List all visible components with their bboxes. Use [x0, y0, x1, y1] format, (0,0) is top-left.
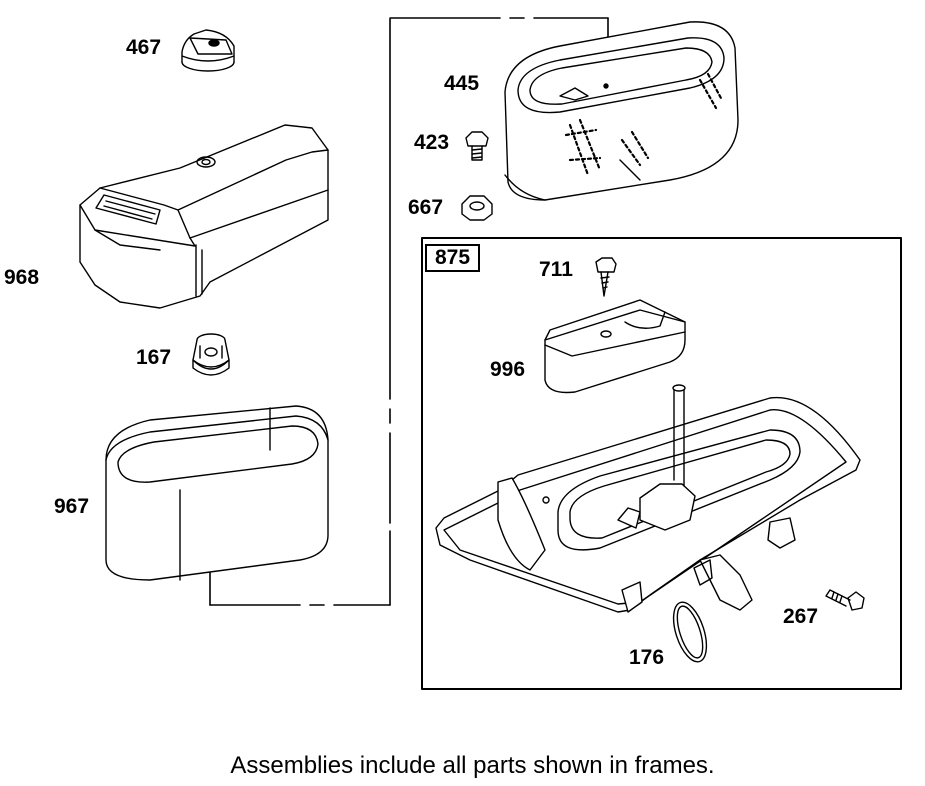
callout-996: 996: [490, 358, 526, 381]
callout-176: 176: [629, 646, 665, 669]
assembly-frame-label: 875: [425, 244, 480, 272]
callout-423: 423: [414, 131, 450, 154]
callout-711: 711: [539, 258, 573, 281]
callout-968: 968: [4, 266, 40, 289]
callout-467: 467: [126, 36, 162, 59]
bracket-part-996: [544, 299, 686, 394]
grommet-part-167: [192, 333, 230, 376]
knob-part-467: [181, 29, 235, 72]
bolt-part-267: [825, 589, 865, 611]
nut-part-667: [461, 195, 493, 221]
screw-part-711: [595, 257, 617, 297]
o-ring-part-176: [672, 601, 708, 663]
callout-445: 445: [444, 72, 480, 95]
footnote: Assemblies include all parts shown in fr…: [230, 752, 715, 779]
callout-267: 267: [783, 605, 819, 628]
air-filter-part-445: [504, 21, 739, 201]
assembly-connector-line: [209, 17, 609, 606]
callout-167: 167: [136, 346, 172, 369]
callout-667: 667: [408, 196, 444, 219]
assembly-frame-875: [421, 237, 902, 690]
screw-part-423: [465, 131, 489, 161]
precleaner-part-967: [105, 405, 329, 581]
cover-part-968: [79, 124, 329, 309]
base-part-875: [435, 384, 861, 613]
callout-967: 967: [54, 495, 90, 518]
